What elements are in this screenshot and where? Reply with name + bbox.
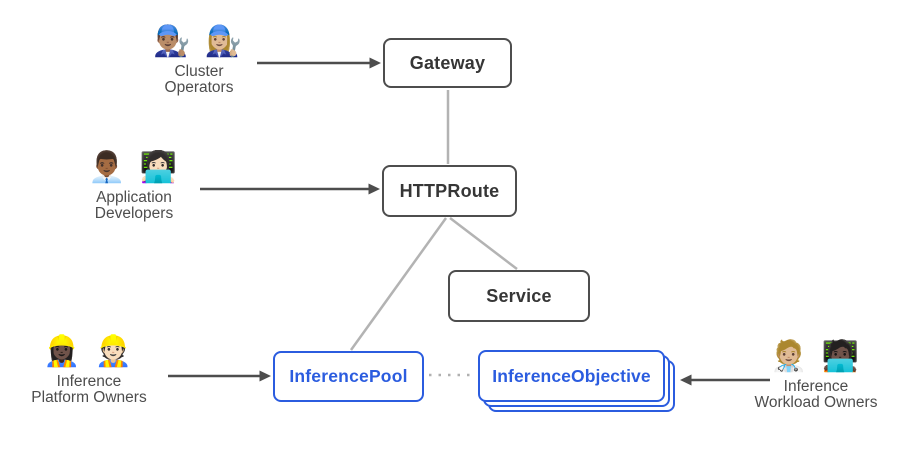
actor-inference-platform-owners: 👷🏿‍♀️ 👷🏻 Inference Platform Owners: [14, 334, 164, 407]
mechanic-emoji-pair: 👨🏽‍🔧 👩🏼‍🔧: [152, 25, 246, 58]
construction-worker-emoji-pair: 👷🏿‍♀️ 👷🏻: [42, 335, 136, 368]
developer-emoji-pair: 👨🏾‍💼 👩🏻‍💻: [87, 151, 181, 184]
actor-application-developers-label: Application Developers: [94, 189, 174, 223]
connector-httproute-inferencepool: [349, 217, 448, 351]
actor-inference-workload-owners: 🧑🏼‍⚕️ 🧑🏿‍💻 Inference Workload Owners: [741, 339, 891, 412]
node-inferenceobjective-stack: InferenceObjective: [478, 350, 677, 414]
actor-cluster-operators: 👨🏽‍🔧 👩🏼‍🔧 Cluster Operators: [124, 24, 274, 97]
node-service-label: Service: [486, 285, 552, 306]
node-inferenceobjective-label: InferenceObjective: [492, 365, 651, 386]
node-inferenceobjective: InferenceObjective: [478, 350, 665, 402]
actor-inference-platform-owners-label: Inference Platform Owners: [31, 373, 147, 407]
connector-httproute-service: [449, 217, 518, 270]
node-service: Service: [448, 270, 590, 322]
node-gateway-label: Gateway: [409, 52, 486, 73]
node-inferencepool-label: InferencePool: [289, 366, 408, 386]
actor-cluster-operators-label: Cluster Operators: [164, 63, 234, 97]
actor-inference-workload-owners-label: Inference Workload Owners: [754, 378, 878, 412]
node-gateway: Gateway: [383, 38, 512, 88]
worker-technologist-emoji-pair: 🧑🏼‍⚕️ 🧑🏿‍💻: [769, 340, 863, 373]
node-httproute: HTTPRoute: [382, 165, 517, 217]
node-inferencepool: InferencePool: [273, 351, 424, 402]
node-httproute-label: HTTPRoute: [399, 180, 500, 201]
actor-application-developers: 👨🏾‍💼 👩🏻‍💻 Application Developers: [59, 150, 209, 223]
